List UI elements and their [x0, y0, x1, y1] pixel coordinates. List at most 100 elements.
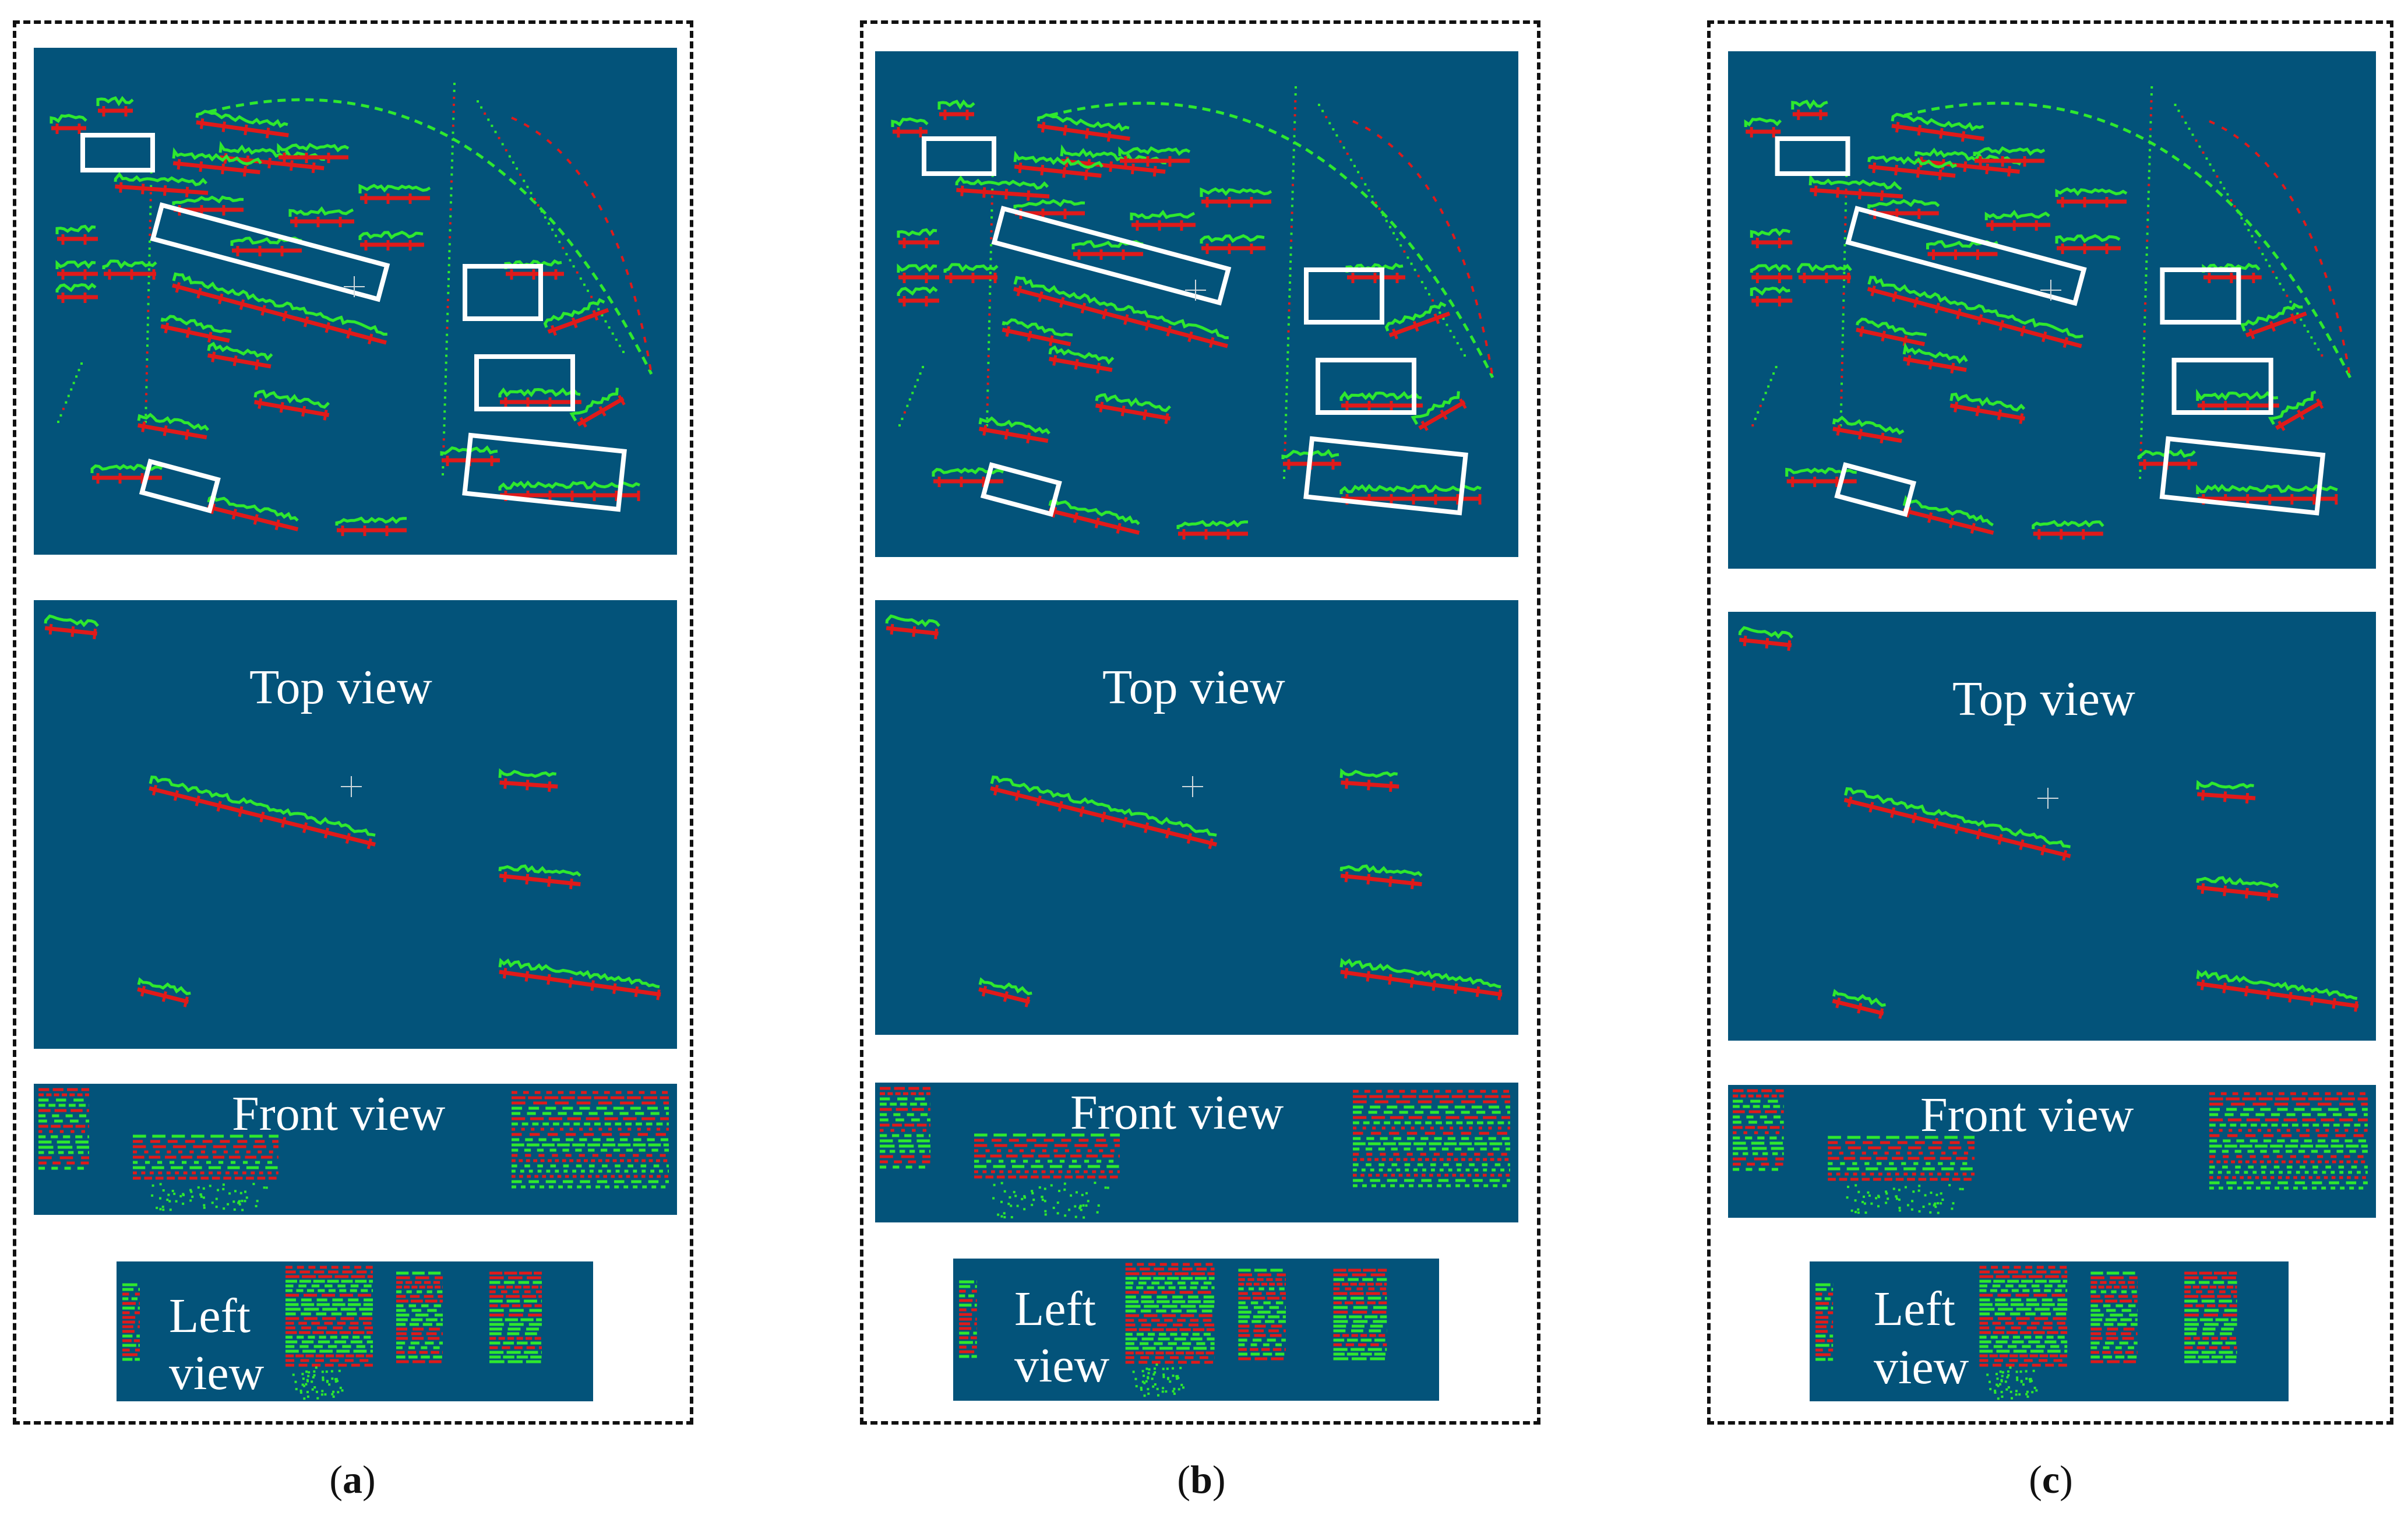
building-points [498, 864, 581, 890]
building-points [885, 614, 940, 640]
left-view-label-2: view [1874, 1340, 1969, 1394]
highlight-box [922, 136, 996, 176]
building-points [1891, 112, 1984, 142]
building-points [2196, 389, 2279, 411]
building-points [504, 259, 564, 280]
building-points [1036, 113, 1130, 142]
highlight-box [1775, 136, 1850, 176]
highlight-box [1834, 462, 1917, 517]
top-view-c: Top view [1728, 612, 2376, 1041]
panel-b [860, 20, 1540, 1425]
building-points [50, 114, 87, 134]
building-points [137, 977, 191, 1007]
building-points [44, 614, 99, 640]
left-view-label-1: Left [1014, 1282, 1096, 1336]
building-points [498, 957, 661, 1000]
building-points [1048, 345, 1115, 374]
point-cloud-front-view-c [1733, 1089, 2368, 1214]
highlight-box [139, 459, 221, 514]
front-view-a: Front view [34, 1084, 677, 1215]
building-points [1013, 150, 1103, 181]
building-points [207, 494, 299, 531]
building-points [498, 768, 558, 792]
building-points [160, 315, 232, 343]
caption-a: (a) [329, 1457, 376, 1502]
building-points [498, 387, 581, 408]
building-points [1095, 393, 1172, 424]
building-points [990, 776, 1218, 850]
highlight-box [463, 264, 543, 321]
building-points [149, 776, 376, 850]
point-cloud-overview-a [50, 83, 653, 536]
front-view-label: Front view [1920, 1088, 2134, 1142]
highlight-box [2171, 358, 2273, 415]
building-points [90, 463, 163, 484]
building-points [1738, 626, 1794, 651]
building-points [55, 283, 98, 303]
top-view-label: Top view [1952, 672, 2135, 726]
building-points [1785, 467, 1857, 487]
top-view-label: Top view [1102, 660, 1285, 714]
building-points [195, 110, 289, 139]
overview-c [1728, 51, 2376, 569]
building-points [543, 298, 609, 336]
building-points [114, 172, 209, 198]
point-cloud-left-view-a [122, 1266, 542, 1400]
building-points [1867, 155, 1958, 181]
highlight-box [80, 133, 155, 172]
building-points [55, 224, 98, 245]
left-view-label-2: view [1014, 1338, 1110, 1393]
building-points [1973, 146, 2046, 167]
highlight-box [1303, 436, 1468, 516]
building-points [207, 341, 273, 371]
building-points [897, 228, 939, 248]
building-points [1339, 768, 1399, 792]
building-points [288, 206, 354, 227]
building-points [1791, 99, 1828, 120]
building-points [137, 413, 209, 440]
highlight-box [991, 206, 1232, 306]
building-points [1832, 989, 1886, 1019]
building-points [277, 143, 350, 163]
building-points [943, 263, 999, 283]
highlight-box [462, 432, 627, 512]
building-points [569, 387, 626, 428]
building-points [172, 147, 262, 177]
point-cloud-front-view-b [880, 1087, 1510, 1219]
panel-c [1707, 20, 2393, 1425]
top-view-label: Top view [249, 660, 432, 714]
left-view-a: Left view [117, 1261, 593, 1401]
building-points [2196, 876, 2279, 901]
building-points [2196, 780, 2256, 804]
building-points [102, 259, 157, 280]
building-points [1339, 864, 1423, 890]
building-points [2240, 302, 2307, 340]
building-points [2268, 390, 2324, 431]
building-points [55, 260, 98, 280]
point-cloud-front-view-a [38, 1088, 669, 1211]
building-points [891, 117, 929, 138]
building-points [1984, 210, 2051, 231]
point-cloud-overview-c [1744, 86, 2351, 540]
building-points [358, 230, 424, 251]
highlight-box [474, 354, 575, 411]
building-points [2055, 234, 2121, 254]
point-cloud-top-view-a [44, 614, 661, 1007]
building-points [2055, 187, 2128, 207]
point-cloud-overview-b [891, 86, 1494, 540]
highlight-box [2160, 267, 2241, 325]
highlight-box [1845, 206, 2087, 306]
building-points [955, 175, 1050, 201]
building-points [1200, 234, 1265, 254]
building-points [1013, 276, 1229, 348]
point-cloud-top-view-b [885, 614, 1503, 1007]
overview-a [34, 48, 677, 555]
highlight-box [2159, 436, 2326, 516]
building-points [1867, 276, 2083, 348]
caption-c: (c) [2029, 1457, 2073, 1502]
top-view-a: Top view [34, 600, 677, 1049]
building-points [358, 184, 431, 204]
building-points [1949, 392, 2026, 424]
building-points [897, 286, 939, 306]
highlight-box [1316, 358, 1416, 415]
